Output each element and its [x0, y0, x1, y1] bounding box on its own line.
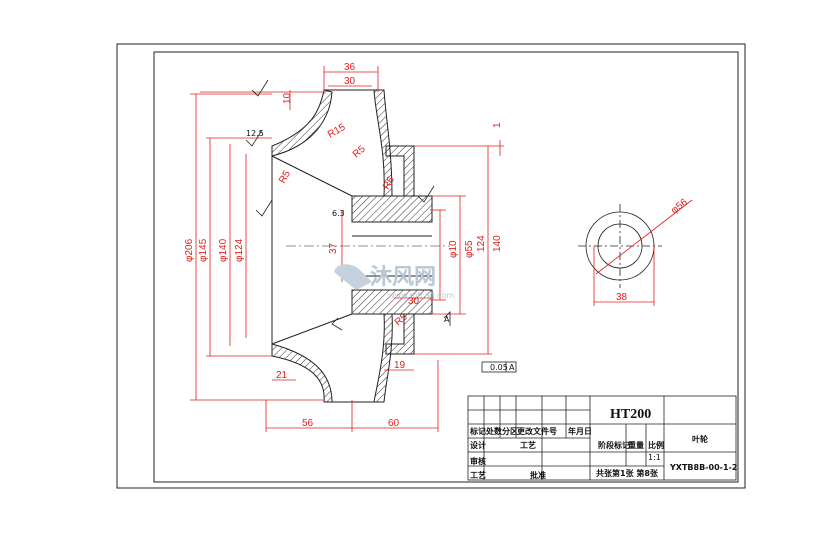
- watermark-url: www.mfcad.com: [388, 291, 454, 300]
- dim-140: 140: [492, 235, 503, 252]
- tb-zone: 分区: [502, 426, 518, 436]
- dim-36: 36: [344, 62, 356, 73]
- dim-30-top: 30: [344, 76, 356, 87]
- tb-date: 年月日: [568, 426, 592, 436]
- tb-stage: 阶段标记: [598, 440, 630, 450]
- inner-border: [153, 51, 739, 483]
- watermark: 沐风网 www.mfcad.com: [334, 264, 454, 300]
- tb-mark: 标记: [469, 426, 486, 436]
- dim-phi124: φ124: [234, 238, 245, 262]
- tb-process: 工艺: [470, 470, 486, 480]
- dim-37: 37: [328, 242, 339, 254]
- tb-change-doc: 更改文件号: [517, 426, 557, 436]
- dim-r5-left: R5: [277, 169, 293, 186]
- roughness-12-5: 12.5: [246, 129, 264, 138]
- part-section: [271, 89, 433, 403]
- dim-60: 60: [388, 418, 400, 429]
- tb-design: 设计: [470, 440, 486, 450]
- dim-phi206: φ206: [184, 238, 195, 262]
- dim-30-mid: 30: [408, 296, 420, 307]
- tolerance-ref: A: [509, 363, 515, 372]
- part-name: 叶轮: [692, 434, 708, 444]
- dim-phi56-side: φ56: [669, 197, 690, 217]
- tb-weight: 重量: [628, 440, 644, 450]
- tb-scale-label: 比例: [648, 440, 664, 450]
- material: HT200: [610, 407, 651, 422]
- tb-review: 审核: [470, 456, 486, 466]
- tb-count: 处数: [485, 426, 503, 436]
- datum-a: A: [444, 315, 450, 324]
- tb-std: 工艺: [520, 440, 536, 450]
- dimension-lines: [190, 66, 693, 432]
- scale-value: 1:1: [648, 453, 661, 462]
- tolerance-value: 0.05: [490, 363, 508, 372]
- dim-1: 1: [492, 122, 503, 128]
- outer-border: [116, 43, 746, 489]
- dim-phi145: φ145: [198, 238, 209, 262]
- dim-r15: R15: [326, 122, 348, 141]
- tb-sheet-info: 共张第1张 第8张: [596, 468, 659, 478]
- title-block-frame: [467, 395, 737, 481]
- dim-phi140: φ140: [218, 238, 229, 262]
- dim-10-top: 10: [282, 92, 293, 104]
- dim-56: 56: [302, 418, 314, 429]
- dim-r6: R6: [381, 175, 397, 192]
- tb-approve: 批准: [530, 470, 546, 480]
- dim-38: 38: [616, 292, 628, 303]
- roughness-6-3: 6.3: [332, 209, 345, 218]
- drawing-number: YXTB8B-00-1-2: [669, 463, 737, 472]
- dim-phi55: φ55: [464, 240, 475, 258]
- dim-19: 19: [394, 360, 406, 371]
- watermark-name: 沐风网: [370, 265, 436, 290]
- dim-r5-top: R5: [351, 143, 368, 160]
- dim-124: 124: [476, 235, 487, 252]
- roughness-symbols: [245, 79, 451, 331]
- dim-phi10: φ10: [448, 240, 459, 258]
- dim-21: 21: [276, 370, 288, 381]
